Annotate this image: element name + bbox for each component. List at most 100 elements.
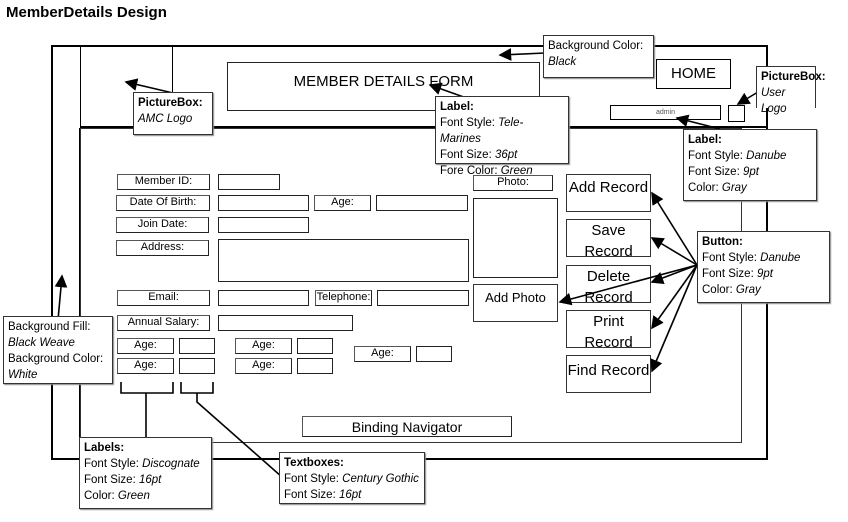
label-age-5: Age: — [354, 346, 411, 362]
textbox-telephone[interactable] — [377, 290, 469, 306]
note-value: 16pt — [338, 489, 362, 501]
note-user-logo: PictureBox: User Logo — [756, 66, 826, 115]
textbox-age-4[interactable] — [297, 358, 333, 374]
delete-record-button[interactable]: Delete Record — [566, 265, 651, 303]
user-logo-picturebox — [728, 105, 745, 122]
note-title: Button: — [702, 236, 743, 248]
delete-record-label: Delete Record — [584, 268, 633, 303]
note-value: Green — [117, 490, 150, 502]
textbox-address[interactable] — [218, 239, 469, 282]
user-label-box: admin — [610, 105, 721, 120]
note-key: Font Style: — [702, 252, 761, 264]
note-key: Font Size: — [440, 149, 495, 161]
note-value: Black — [548, 56, 577, 68]
note-key: Fore Color: — [440, 165, 501, 177]
note-key: Color: — [702, 284, 736, 296]
note-title: Label: — [688, 134, 722, 146]
note-value: Black Weave — [8, 337, 75, 349]
note-header-label: Label: Font Style: Tele-Marines Font Siz… — [435, 96, 569, 177]
label-annual-salary: Annual Salary: — [117, 315, 210, 331]
note-key: Color: — [688, 182, 722, 194]
save-record-button[interactable]: Save Record — [566, 219, 651, 257]
note-value: 36pt — [494, 149, 518, 161]
note-key: Font Size: — [284, 489, 339, 501]
note-buttons: Button: Font Style: Danube Font Size: 9p… — [697, 231, 830, 303]
add-photo-label: Add Photo — [485, 290, 546, 305]
note-key: Font Style: — [84, 458, 143, 470]
add-photo-button[interactable]: Add Photo — [473, 284, 558, 322]
note-value: Danube — [760, 252, 801, 264]
textbox-age-5[interactable] — [416, 346, 452, 362]
label-join-date: Join Date: — [116, 217, 209, 233]
binding-navigator[interactable]: Binding Navigator — [302, 416, 512, 437]
note-labels: Labels: Font Style: Discognate Font Size… — [79, 437, 212, 509]
label-member-id: Member ID: — [117, 174, 210, 190]
note-value: Danube — [746, 150, 787, 162]
label-photo: Photo: — [473, 175, 553, 191]
note-value: Green — [500, 165, 533, 177]
textbox-join-date[interactable] — [218, 217, 309, 233]
home-button-label: HOME — [671, 65, 716, 82]
header-divider — [80, 126, 768, 128]
label-age-2: Age: — [117, 358, 174, 374]
note-amc-logo: PictureBox: AMC Logo — [133, 92, 213, 135]
label-date-of-birth: Date Of Birth: — [116, 195, 210, 211]
print-record-button[interactable]: Print Record — [566, 310, 651, 348]
textbox-age-dob[interactable] — [376, 195, 468, 211]
label-telephone: Telephone: — [315, 290, 372, 306]
textbox-date-of-birth[interactable] — [218, 195, 309, 211]
label-email: Email: — [117, 290, 210, 306]
note-title: Label: — [440, 101, 474, 113]
note-value: Gray — [735, 284, 761, 296]
note-textboxes: Textboxes: Font Style: Century Gothic Fo… — [279, 452, 425, 504]
textbox-age-1[interactable] — [179, 338, 215, 354]
user-label: admin — [655, 109, 676, 116]
note-key: Background Fill: — [8, 321, 91, 333]
textbox-annual-salary[interactable] — [218, 315, 353, 331]
label-address: Address: — [116, 240, 209, 256]
textbox-email[interactable] — [218, 290, 309, 306]
note-background-color: Background Color: Black — [543, 35, 654, 78]
note-title: PictureBox: — [761, 71, 826, 83]
note-key: Font Size: — [84, 474, 139, 486]
print-record-label: Print Record — [584, 313, 633, 348]
note-value: Gray — [721, 182, 747, 194]
note-title: PictureBox: — [138, 97, 203, 109]
photo-picturebox — [473, 198, 558, 278]
left-strip-top — [80, 46, 81, 128]
page-title: MemberDetails Design — [6, 4, 167, 21]
add-record-label: Add Record — [568, 179, 649, 196]
note-key: Font Size: — [702, 268, 757, 280]
note-title: Textboxes: — [284, 457, 344, 469]
note-key: Font Style: — [284, 473, 343, 485]
textbox-member-id[interactable] — [218, 174, 280, 190]
add-record-button[interactable]: Add Record — [566, 174, 651, 212]
label-age-dob: Age: — [314, 195, 371, 211]
left-strip — [79, 128, 80, 460]
note-user-label: Label: Font Style: Danube Font Size: 9pt… — [683, 129, 817, 201]
find-record-button[interactable]: Find Record — [566, 355, 651, 393]
note-value: Tele-Marines — [440, 117, 524, 145]
binding-navigator-label: Binding Navigator — [351, 419, 463, 435]
note-title: Labels: — [84, 442, 125, 454]
note-key: Font Style: — [440, 117, 499, 129]
note-value: Discognate — [142, 458, 200, 470]
label-age-4: Age: — [235, 358, 292, 374]
note-key: Background Color: — [8, 353, 104, 365]
textbox-age-3[interactable] — [297, 338, 333, 354]
note-value: User Logo — [761, 87, 787, 115]
home-button[interactable]: HOME — [656, 59, 731, 89]
note-value: 9pt — [742, 166, 759, 178]
note-value: 16pt — [138, 474, 162, 486]
note-background-fill: Background Fill: Black Weave Background … — [3, 316, 113, 384]
textbox-age-2[interactable] — [179, 358, 215, 374]
note-key: Font Style: — [688, 150, 747, 162]
save-record-label: Save Record — [584, 222, 633, 257]
header-title: MEMBER DETAILS FORM — [293, 73, 474, 90]
note-value: AMC Logo — [138, 113, 193, 125]
note-value: White — [8, 369, 38, 381]
label-age-3: Age: — [235, 338, 292, 354]
note-value: Century Gothic — [342, 473, 419, 485]
label-age-1: Age: — [117, 338, 174, 354]
note-value: 9pt — [756, 268, 773, 280]
